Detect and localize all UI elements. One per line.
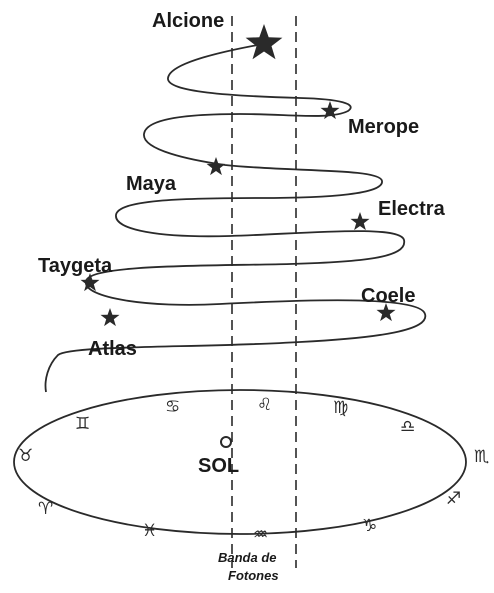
star-label-taygeta: Taygeta [38, 255, 113, 277]
sun-label: SOL [198, 455, 239, 477]
electra-star-icon [350, 212, 370, 231]
atlas-star-icon [100, 308, 120, 327]
band-label-line2: Fotones [228, 568, 279, 583]
band-label-line1: Banda de [218, 550, 277, 565]
zodiac-ellipse [13, 389, 467, 535]
star-label-maya: Maya [126, 173, 177, 195]
zodiac-signs: ♌ ♋ ♊ ♉ ♈ ♓ ♒ ♑ ♐ ♏ ♎ ♍ [18, 395, 489, 545]
cancer-icon: ♋ [165, 397, 180, 417]
capricorn-icon: ♑ [362, 516, 377, 536]
sun-icon [220, 436, 232, 448]
merope-star-icon [320, 101, 340, 120]
libra-icon: ♎ [400, 417, 415, 437]
star-label-electra: Electra [378, 198, 446, 220]
taurus-icon: ♉ [18, 446, 33, 466]
star-label-merope: Merope [348, 116, 419, 138]
maya-star-icon [206, 157, 226, 176]
scorpio-icon: ♏ [474, 447, 489, 467]
aries-icon: ♈ [38, 499, 53, 519]
sagittarius-icon: ♐ [446, 489, 461, 509]
star-label-coele: Coele [361, 285, 415, 307]
virgo-icon: ♍ [333, 398, 348, 418]
stars [80, 24, 396, 327]
star-label-alcione: Alcione [152, 10, 224, 32]
star-label-atlas: Atlas [88, 338, 137, 360]
photon-band-label: Banda de Fotones [218, 550, 279, 583]
photon-band [231, 16, 297, 568]
alcione-star-icon [245, 24, 283, 60]
gemini-icon: ♊ [75, 414, 90, 434]
aquarius-icon: ♒ [253, 525, 268, 545]
star-labels: Alcione Merope Maya Electra Taygeta Coel… [38, 10, 446, 360]
pisces-icon: ♓ [142, 521, 157, 541]
taygeta-star-icon [80, 273, 100, 292]
leo-icon: ♌ [257, 395, 272, 415]
coele-star-icon [376, 303, 396, 322]
